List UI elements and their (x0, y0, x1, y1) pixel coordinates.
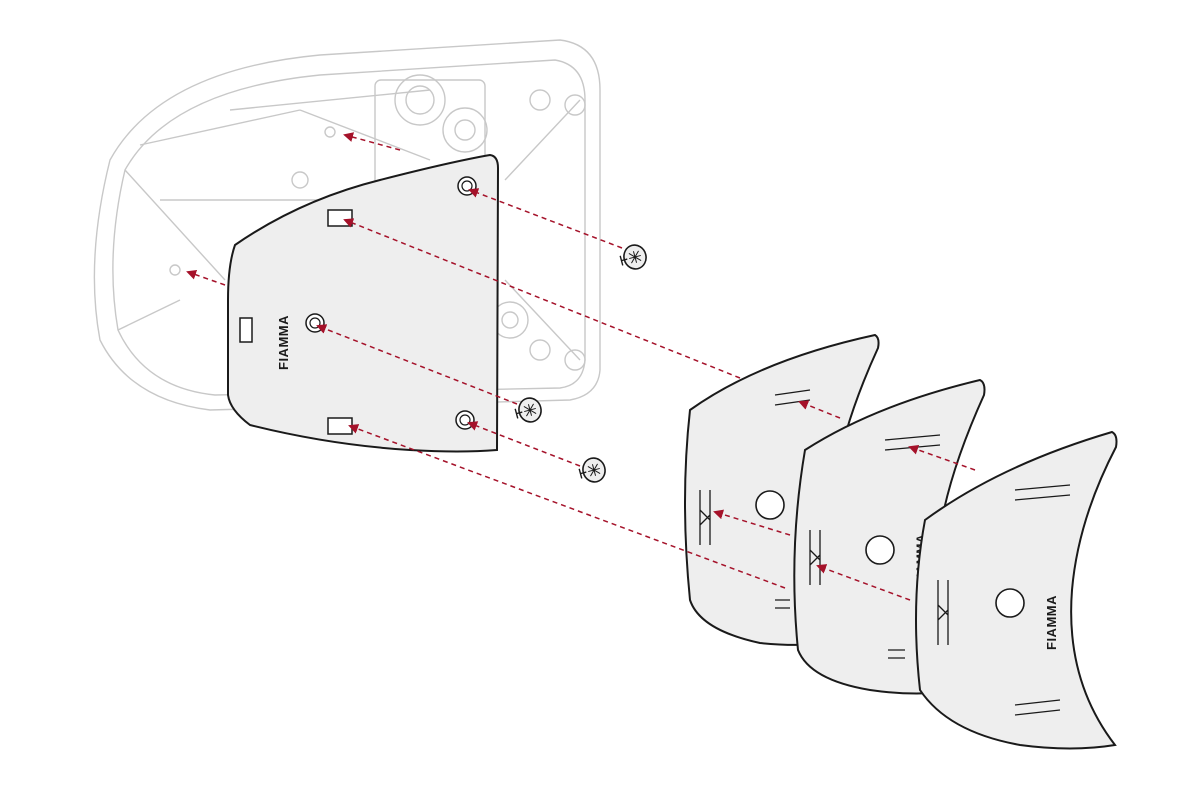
brand-logo: FIAMMA (1044, 595, 1059, 650)
screw-hole (455, 410, 475, 430)
screw-icon (514, 397, 542, 423)
brand-logo: FIAMMA (276, 315, 291, 370)
clip-plate-icon: FIAMMA (915, 430, 1118, 750)
screw-icon (619, 244, 647, 270)
screw-icon (578, 457, 606, 483)
screw-hole (305, 313, 325, 333)
screw-hole (457, 176, 477, 196)
red-dashed-arrow (186, 132, 976, 601)
main-cover-plate: FIAMMA (227, 153, 500, 453)
